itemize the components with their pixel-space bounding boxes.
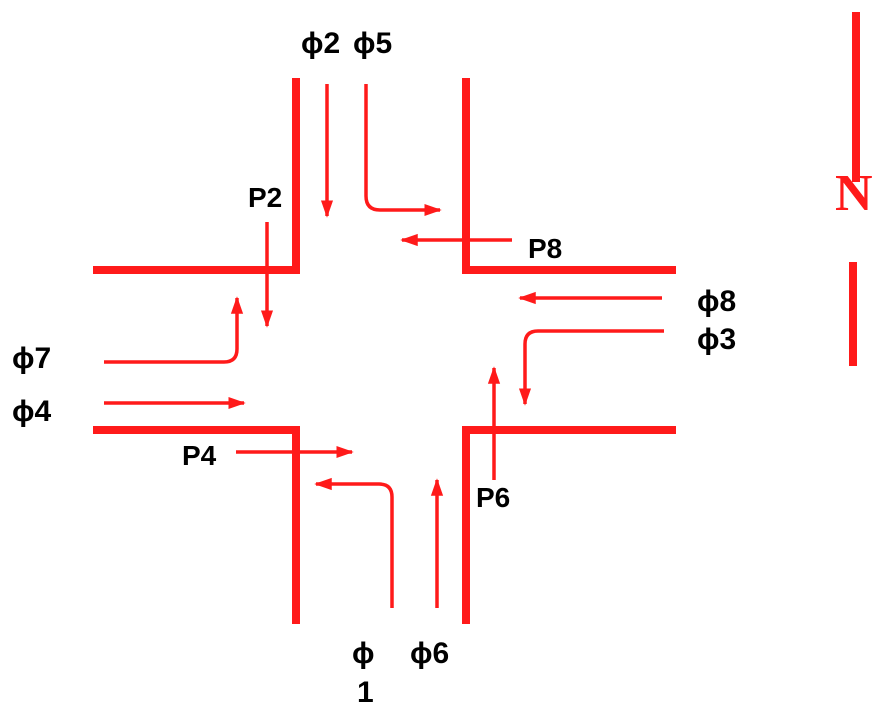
north-label: N: [835, 165, 873, 222]
label-p4: P4: [182, 440, 217, 471]
labels: ϕ2 ϕ5 P2 P8 ϕ8 ϕ3 ϕ7 ϕ4 P4 P6 ϕ 1 ϕ6: [12, 27, 736, 708]
arrow-phi3-turn: [518, 329, 664, 406]
road-edges: [93, 78, 676, 624]
north-arrow-shaft-bottom: [849, 262, 857, 366]
label-p2: P2: [248, 182, 282, 213]
label-phi3: ϕ3: [697, 323, 736, 356]
curb-northeast: [462, 78, 676, 274]
label-phi6: ϕ6: [410, 637, 449, 670]
label-p8: P8: [528, 233, 562, 264]
label-phi8: ϕ8: [697, 285, 736, 318]
curb-northwest: [93, 78, 300, 274]
label-phi1-symbol: ϕ: [352, 637, 375, 670]
label-phi1-number: 1: [357, 676, 374, 708]
label-phi5: ϕ5: [353, 27, 392, 60]
north-arrow-shaft-top: [852, 12, 860, 182]
north-arrow: N: [835, 12, 873, 366]
label-p6: P6: [476, 482, 510, 513]
label-phi4: ϕ4: [12, 395, 51, 428]
arrow-phi5-turn: [364, 84, 442, 217]
arrow-phi1-turn: [314, 477, 394, 608]
label-phi7: ϕ7: [12, 342, 51, 375]
curb-southwest: [93, 426, 300, 624]
curb-southeast: [462, 426, 676, 624]
arrow-phi7-turn: [104, 296, 244, 364]
movement-arrows: [104, 84, 664, 608]
label-phi2: ϕ2: [301, 27, 340, 60]
